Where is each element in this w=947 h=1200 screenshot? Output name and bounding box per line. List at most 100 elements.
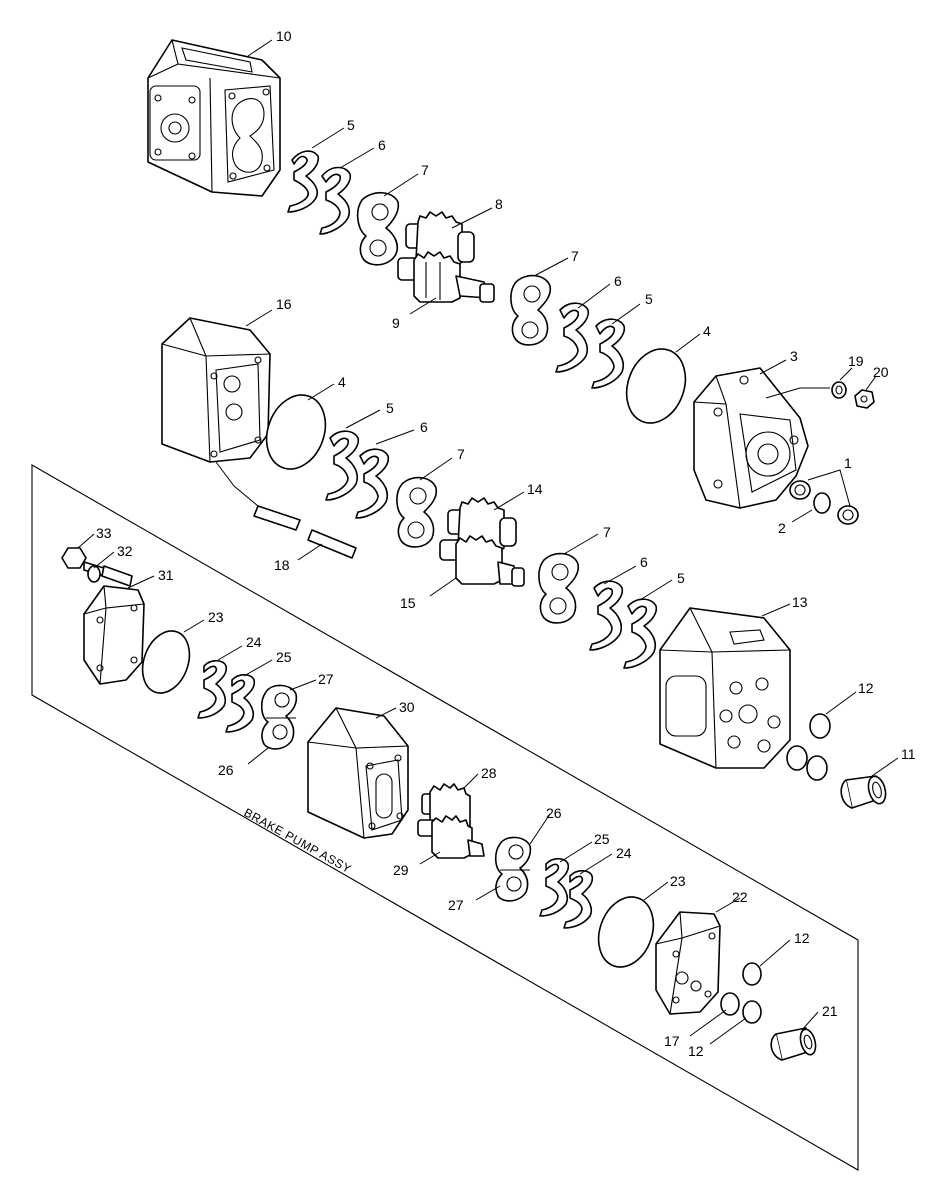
callout-27: 27 [318, 671, 334, 687]
part-12-o-ring-brake-a [742, 962, 762, 986]
callout-32: 32 [117, 543, 133, 559]
part-12-o-ring-a [809, 713, 831, 739]
callout-28: 28 [481, 765, 497, 781]
part-13-rear-housing [659, 607, 791, 769]
part-25-seal-left [225, 673, 256, 733]
callout-9: 9 [392, 315, 400, 331]
part-30-brake-pump-housing [307, 707, 409, 839]
callout-22: 22 [732, 889, 748, 905]
part-26-27-bushing-right [494, 836, 532, 902]
callout-10: 10 [276, 28, 292, 44]
callout-20: 20 [873, 364, 889, 380]
callout-17: 17 [664, 1033, 680, 1049]
part-8-9-gear-set-top [397, 211, 495, 303]
callout-6: 6 [640, 554, 648, 570]
part-12-o-ring-brake-b [742, 1000, 762, 1024]
callout-21: 21 [822, 1003, 838, 1019]
part-4-o-ring-mid [265, 394, 327, 470]
callout-8: 8 [495, 196, 503, 212]
callout-12: 12 [688, 1043, 704, 1059]
callout-4: 4 [338, 374, 346, 390]
part-4-o-ring-top [625, 348, 687, 424]
callout-29: 29 [393, 862, 409, 878]
callout-12: 12 [794, 930, 810, 946]
part-2-snap-ring [813, 492, 831, 514]
callout-5: 5 [386, 400, 394, 416]
callout-27: 27 [448, 897, 464, 913]
callout-7: 7 [571, 248, 579, 264]
callout-26: 26 [546, 805, 562, 821]
part-6-seal-mid-right [589, 580, 624, 651]
callout-31: 31 [158, 567, 174, 583]
callout-5: 5 [347, 117, 355, 133]
part-7-wear-plate-mid-left [396, 476, 438, 548]
part-14-15-gear-set-mid [439, 497, 525, 587]
part-10-housing [147, 39, 281, 197]
callout-16: 16 [276, 296, 292, 312]
callout-13: 13 [792, 594, 808, 610]
callout-19: 19 [848, 353, 864, 369]
callout-15: 15 [400, 595, 416, 611]
callout-6: 6 [420, 419, 428, 435]
callout-33: 33 [96, 525, 112, 541]
part-28-29-gear-set-brake [417, 783, 485, 859]
callout-25: 25 [594, 831, 610, 847]
callout-6: 6 [378, 137, 386, 153]
part-5-seal-top [287, 150, 320, 213]
part-25-seal-right [539, 857, 570, 917]
part-21-bearing [770, 1027, 817, 1061]
callout-23: 23 [670, 873, 686, 889]
part-7-wear-plate-mid [510, 274, 552, 346]
callout-3: 3 [790, 348, 798, 364]
part-7-wear-plate-top [356, 191, 400, 266]
part-16-adapter-housing [161, 317, 271, 463]
callout-14: 14 [527, 481, 543, 497]
part-26-27-bushing-left [260, 684, 298, 750]
part-6-seal-top [319, 166, 352, 235]
part-23-o-ring-right [597, 896, 655, 968]
part-1-seal-b [837, 505, 859, 525]
part-32-33-bolt [61, 547, 133, 587]
part-11-bearing [840, 775, 887, 809]
callout-4: 4 [703, 323, 711, 339]
part-5-seal-mid-right [623, 598, 658, 669]
part-3-mounting-flange [693, 367, 809, 509]
brake-pump-assy-boundary [31, 464, 859, 1171]
callout-2: 2 [778, 520, 786, 536]
callout-11: 11 [901, 746, 916, 762]
part-5-seal-mid-left [325, 430, 360, 501]
leader-lines [77, 39, 899, 1045]
callout-6: 6 [614, 273, 622, 289]
part-5-seal-mid [591, 318, 626, 389]
part-18-dowel-pins [215, 461, 357, 559]
part-7-wear-plate-mid-right [538, 552, 580, 624]
callout-7: 7 [457, 446, 465, 462]
part-24-seal-right [563, 869, 594, 929]
callout-25: 25 [276, 649, 292, 665]
part-22-brake-end-cover [655, 911, 721, 1015]
callout-7: 7 [421, 162, 429, 178]
part-23-o-ring-left [141, 630, 191, 694]
callout-5: 5 [645, 291, 653, 307]
callout-24: 24 [246, 634, 262, 650]
callout-26: 26 [218, 762, 234, 778]
callout-7: 7 [603, 524, 611, 540]
callout-18: 18 [274, 557, 290, 573]
callout-1: 1 [844, 455, 852, 471]
part-1-seal-a [789, 480, 811, 500]
part-31-end-cover [83, 585, 145, 685]
callout-12: 12 [858, 680, 874, 696]
part-12-o-ring-c [806, 755, 828, 781]
part-24-seal-left [197, 659, 228, 719]
callout-30: 30 [399, 699, 415, 715]
callout-23: 23 [208, 609, 224, 625]
part-19-washer [831, 381, 847, 399]
part-6-seal-mid-left [355, 448, 390, 519]
callout-5: 5 [677, 570, 685, 586]
part-6-seal-mid [555, 302, 590, 373]
callout-24: 24 [616, 845, 632, 861]
part-20-nut [854, 389, 875, 409]
part-12-o-ring-b [786, 745, 808, 771]
